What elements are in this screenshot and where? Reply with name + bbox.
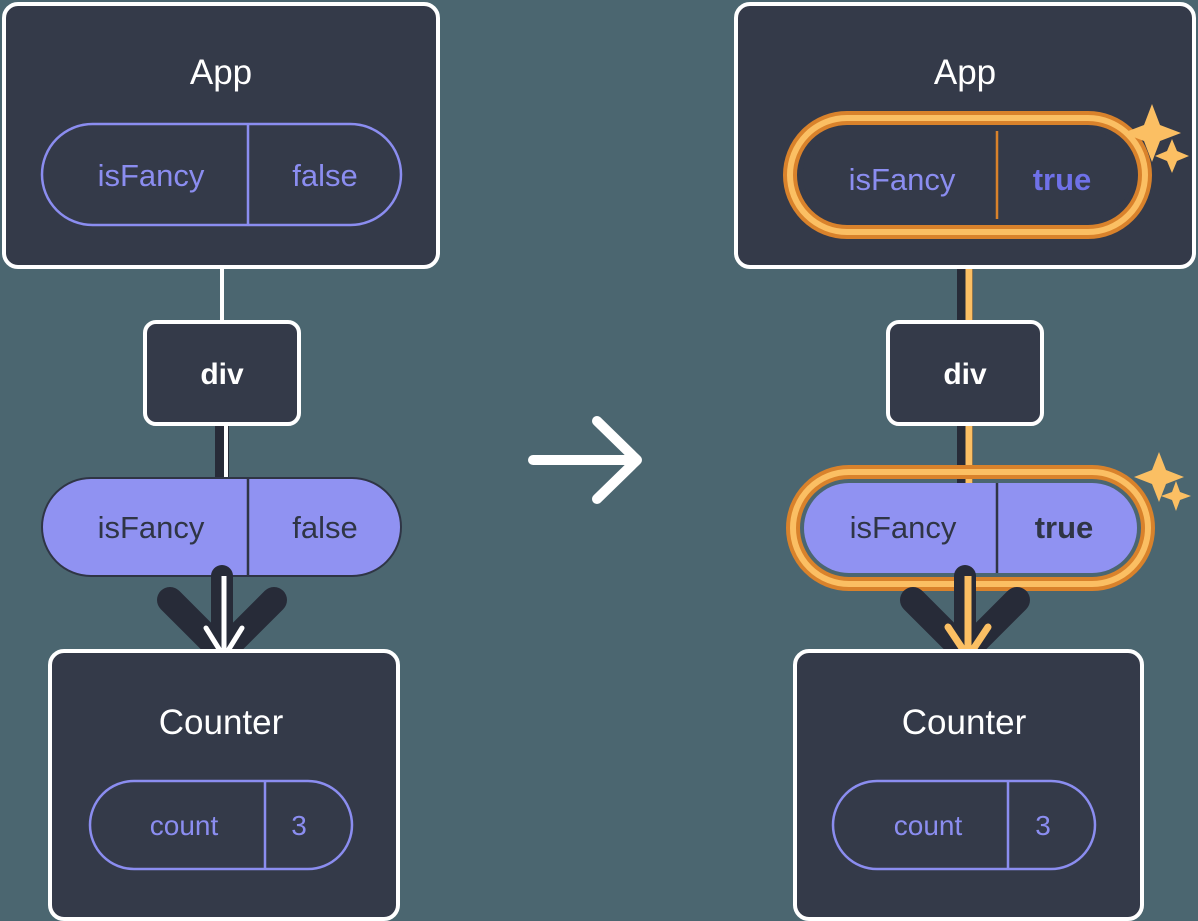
pill-key-count-after: count — [893, 810, 963, 841]
sparkle-icon-app-after — [1123, 104, 1189, 173]
pill-value-count-before: 3 — [291, 810, 307, 841]
pill-highlight-inner-app-after — [787, 115, 1148, 235]
pill-count-before[interactable] — [88, 779, 354, 871]
pill-value-app-before: false — [292, 158, 358, 193]
panel-title-div-before: div — [200, 358, 244, 391]
arrow-to-counter-before — [157, 565, 287, 667]
sparkle-icon-filled-after — [1134, 452, 1191, 511]
pill-key-filled-before: isFancy — [97, 510, 205, 545]
pill-isfancy-app-after[interactable] — [803, 131, 1132, 219]
panel-title-counter-after: Counter — [901, 703, 1027, 742]
pill-value-filled-after: true — [1034, 510, 1094, 545]
pill-count-after[interactable] — [831, 779, 1097, 871]
pill-isfancy-app-before[interactable] — [40, 122, 403, 227]
pill-isfancy-filled-after[interactable] — [804, 483, 1137, 573]
panel-title-counter-before: Counter — [158, 703, 284, 742]
panel-div-before[interactable] — [143, 320, 301, 426]
pill-value-filled-before: false — [292, 510, 358, 545]
pill-key-count-before: count — [149, 810, 219, 841]
panel-title-div-after: div — [943, 358, 987, 391]
right-arrow-icon — [528, 416, 642, 504]
pill-key-app-after: isFancy — [848, 162, 956, 197]
panel-app-before[interactable] — [2, 2, 440, 269]
panel-title-app-before: App — [189, 53, 253, 92]
panel-counter-after[interactable] — [793, 649, 1144, 921]
panel-title-app-after: App — [933, 53, 997, 92]
pill-value-count-after: 3 — [1035, 810, 1051, 841]
pill-key-filled-after: isFancy — [849, 510, 957, 545]
panel-div-after[interactable] — [886, 320, 1044, 426]
panel-counter-before[interactable] — [48, 649, 400, 921]
pill-value-app-after: true — [1032, 162, 1092, 197]
pill-key-app-before: isFancy — [97, 158, 205, 193]
